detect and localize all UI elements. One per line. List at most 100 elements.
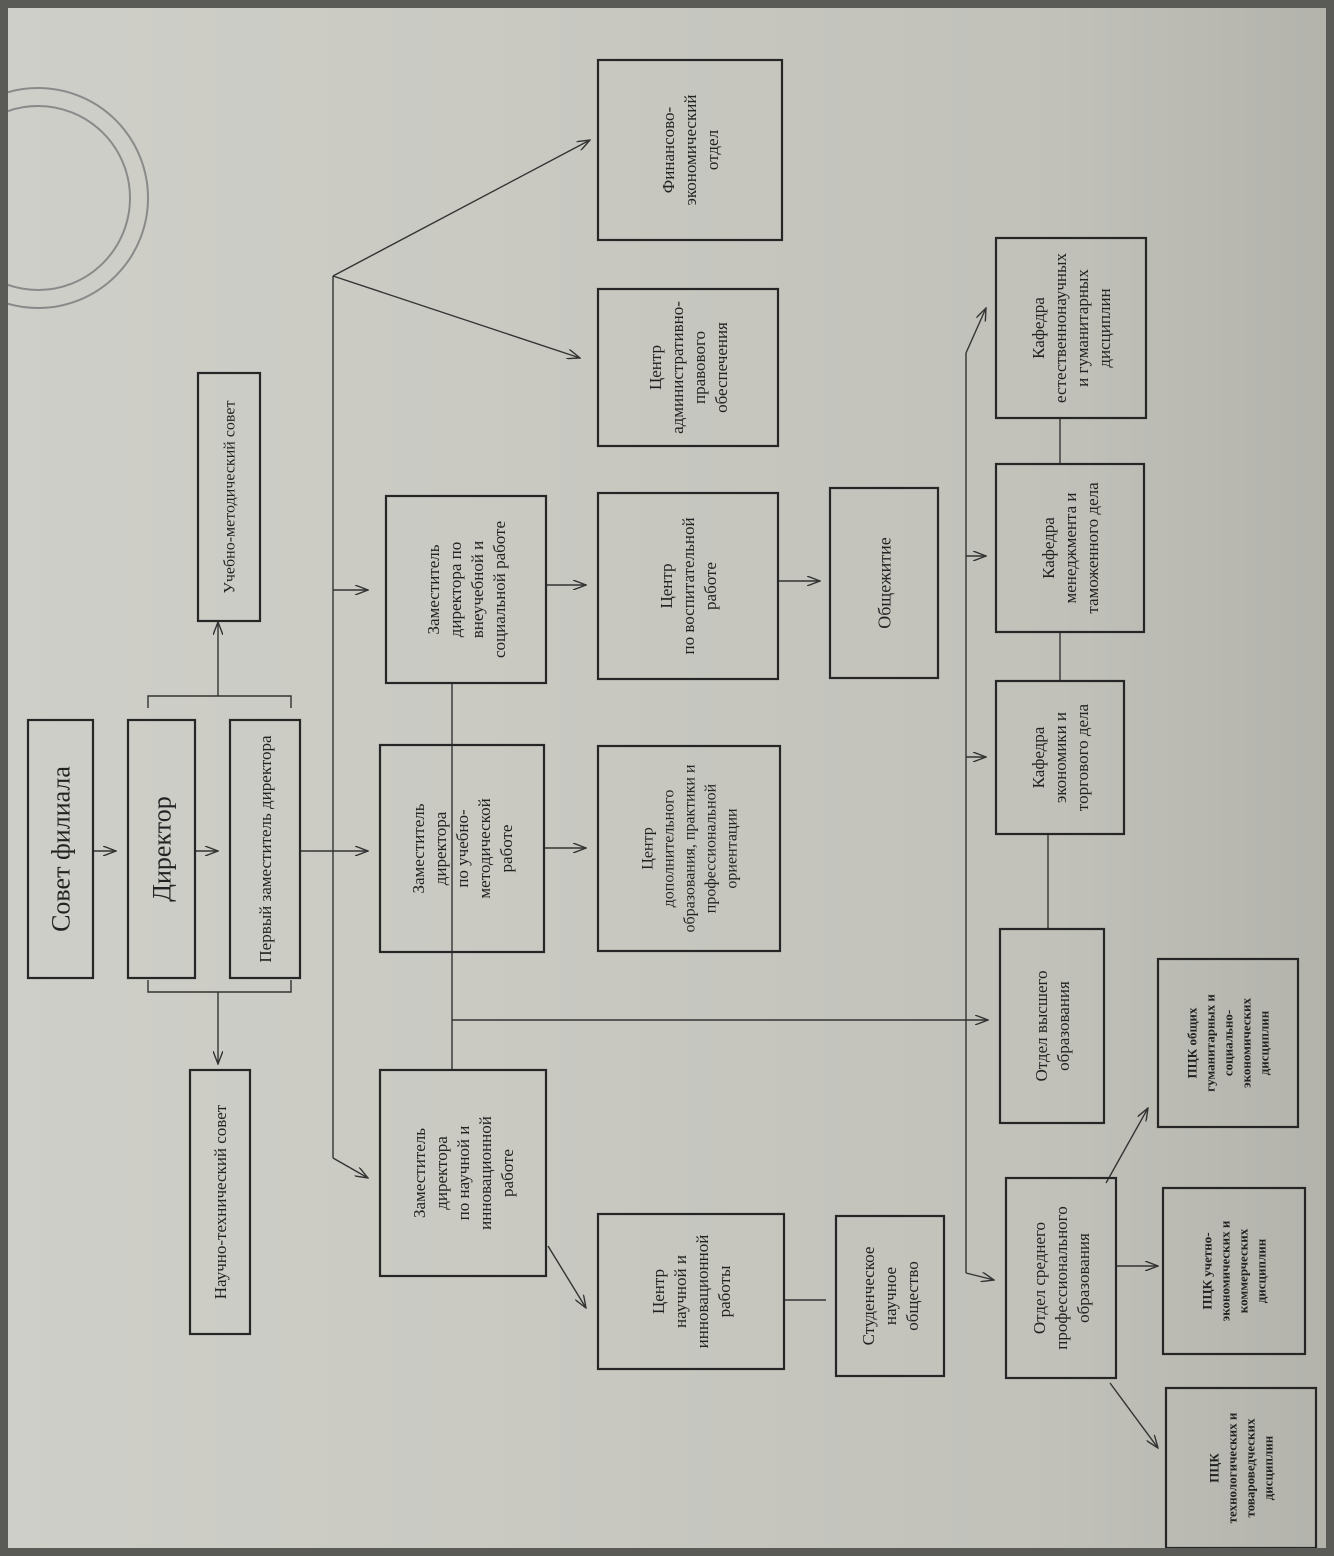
node-label-line: коммерческих — [1236, 1228, 1251, 1313]
bracket-lower — [147, 980, 292, 993]
node-umc: Учебно-методический совет — [196, 371, 262, 623]
nodes-layer: Совет филиала Директор Первый заместитель … — [26, 58, 1318, 1548]
node-label-line: инновационной — [476, 1116, 495, 1230]
node-box — [596, 744, 782, 953]
node-box — [596, 491, 780, 681]
node-box — [994, 236, 1148, 420]
node-label-line: по учебно- — [453, 809, 472, 888]
node-first-deputy: Первый заместитель директора — [228, 718, 302, 980]
node-box — [384, 494, 548, 685]
edge-to-center-admin — [332, 275, 580, 358]
node-label-line: профессиональной — [703, 783, 720, 913]
node-label-line: Центр — [640, 827, 657, 869]
node-label-line: товароведческих — [1243, 1418, 1258, 1518]
node-label-line: инновационной — [693, 1235, 712, 1349]
node-label-line: экономический — [681, 95, 700, 206]
node-label-line: ПЦК общих — [1185, 1007, 1200, 1078]
connectors — [93, 140, 1158, 1448]
node-label-line: социальной работе — [490, 521, 509, 658]
node-label-line: гуманитарных и — [1203, 994, 1218, 1092]
node-label-line: ПЦК учетно- — [1200, 1232, 1215, 1309]
stamp-seal — [8, 87, 149, 309]
node-label-line: обеспечения — [712, 322, 731, 413]
node-label-line: Заместитель — [410, 1128, 429, 1218]
node-box — [596, 287, 780, 448]
node-box — [994, 462, 1146, 634]
node-label-line: научной и — [671, 1255, 690, 1328]
node-label-line: Директор — [148, 796, 177, 902]
node-label-line: внеучебной и — [468, 541, 487, 639]
node-box — [378, 1068, 548, 1278]
node-box — [834, 1214, 946, 1378]
node-label-line: экономических — [1239, 997, 1254, 1088]
node-box — [378, 743, 546, 954]
edge-spo-pck-tech — [1109, 1382, 1158, 1448]
node-label: Учебно-методический совет — [222, 401, 239, 594]
node-label-line: торгового дела — [1073, 703, 1092, 811]
node-label-line: Заместитель — [424, 544, 443, 634]
node-box — [1004, 1176, 1118, 1380]
node-label-line: работе — [498, 1149, 517, 1197]
node-label-line: Кафедра — [1029, 726, 1048, 788]
node-box — [596, 1212, 786, 1371]
org-chart-diagram: Совет филиала Директор Первый заместитель … — [8, 58, 1318, 1548]
node-label-line: образования — [1074, 1233, 1093, 1323]
node-label-line: Совет филиала — [47, 766, 76, 932]
node-label-line: Отдел среднего — [1030, 1222, 1049, 1334]
node-label: Общежитие — [874, 537, 894, 629]
edge-to-otdel-spo — [965, 1273, 994, 1280]
node-label-line: Заместитель — [409, 803, 428, 893]
node-label-line: Общежитие — [874, 537, 894, 629]
node-label-line: работы — [715, 1265, 734, 1317]
node-label-line: Студенческое — [859, 1247, 878, 1346]
node-label-line: Научно-технический совет — [211, 1104, 230, 1299]
node-director: Директор — [126, 718, 197, 980]
node-label-line: по воспитательной — [679, 517, 698, 654]
node-label-line: Первый заместитель директора — [256, 735, 275, 963]
node-label-line: социально- — [1221, 1010, 1236, 1076]
node-box — [196, 371, 262, 623]
node-label-line: Учебно-методический совет — [222, 401, 239, 594]
node-label-line: Центр — [646, 345, 665, 390]
node-label-line: образования — [1054, 981, 1073, 1071]
node-label-line: директора по — [446, 542, 465, 637]
edge-dep-science-center-nauch — [547, 1245, 586, 1308]
node-label-line: Кафедра — [1029, 297, 1048, 359]
node-label-line: работе — [497, 825, 516, 873]
node-obshchezhitie: Общежитие — [828, 486, 940, 680]
node-label-line: директора — [431, 811, 450, 885]
node-label-line: по научной и — [454, 1126, 473, 1221]
node-label: Совет филиала — [47, 766, 76, 932]
node-label: Научно-технический совет — [211, 1104, 230, 1299]
node-label-line: Кафедра — [1039, 517, 1058, 579]
node-label-line: дисциплин — [1261, 1435, 1276, 1500]
node-ntc: Научно-технический совет — [188, 1068, 252, 1336]
edge-spo-pck-obsh — [1105, 1108, 1148, 1184]
node-label-line: дисциплин — [1095, 288, 1114, 367]
node-box — [596, 58, 784, 242]
node-box — [998, 927, 1106, 1125]
node-box — [1164, 1386, 1318, 1548]
